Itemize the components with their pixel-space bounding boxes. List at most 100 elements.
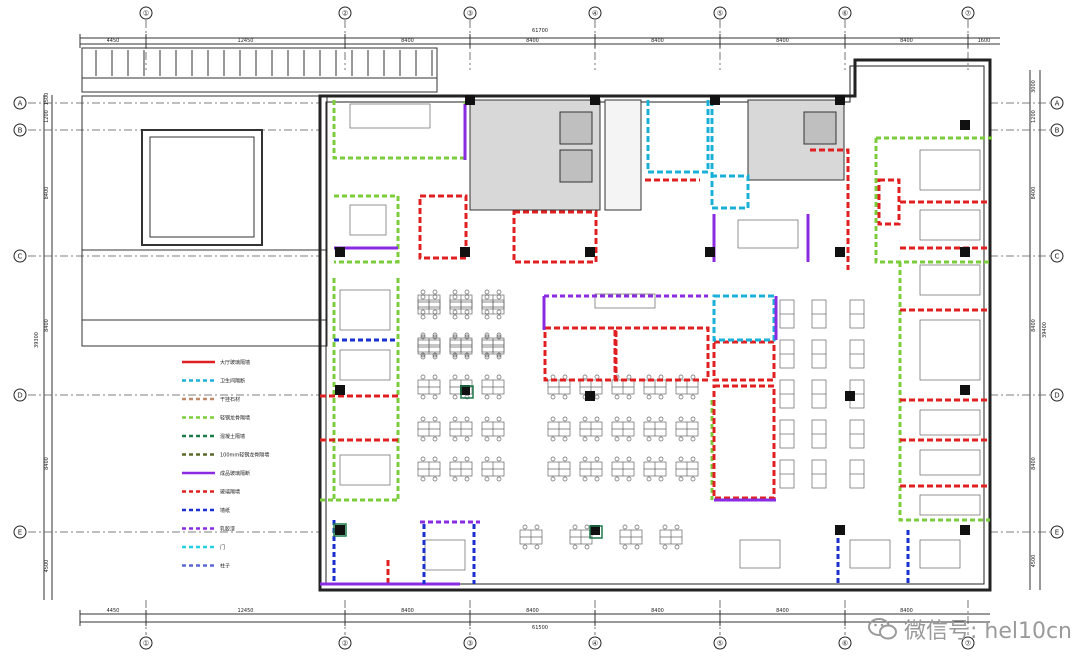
dim-text: 8400 bbox=[44, 457, 50, 470]
dim-text: 4450 bbox=[107, 608, 120, 614]
dim-text: 12450 bbox=[238, 608, 254, 614]
legend-label: 成品玻璃隔断 bbox=[220, 470, 250, 477]
dim-text: 4500 bbox=[1031, 555, 1037, 568]
axis-bubble-right: C bbox=[1050, 249, 1064, 263]
axis-label: ⑦ bbox=[965, 10, 971, 18]
furniture bbox=[424, 539, 466, 571]
column bbox=[590, 525, 600, 535]
axis-label: ④ bbox=[592, 10, 598, 18]
legend-label: 门 bbox=[220, 544, 225, 551]
dim-text: 8400 bbox=[776, 608, 789, 614]
desk-pair bbox=[779, 459, 795, 489]
desk-pair bbox=[811, 419, 827, 449]
dim-text: 8400 bbox=[900, 38, 913, 44]
dim-text: 8400 bbox=[900, 608, 913, 614]
axis-label: A bbox=[1055, 100, 1060, 108]
legend-label: 乳胶漆 bbox=[220, 526, 235, 533]
desk-cluster bbox=[449, 416, 473, 442]
axis-bubble-top: ④ bbox=[588, 6, 602, 20]
axis-bubble-right: D bbox=[1050, 388, 1064, 402]
dim-text: 1500 bbox=[44, 93, 50, 106]
desk-pair bbox=[849, 299, 865, 329]
legend-label: 干挂石材 bbox=[220, 396, 240, 403]
column bbox=[335, 525, 345, 535]
axis-bubble-top: ① bbox=[139, 6, 153, 20]
axis-label: ④ bbox=[592, 640, 598, 648]
axis-bubble-left: B bbox=[13, 123, 27, 137]
legend: 大厅玻璃隔墙卫生间隔断干挂石材轻钢龙骨隔墙混凝土隔墙100mm轻钢龙骨隔墙成品玻… bbox=[182, 359, 269, 570]
dim-text: 4450 bbox=[107, 38, 120, 44]
desk-cluster bbox=[611, 374, 635, 400]
desk-cluster bbox=[643, 374, 667, 400]
furniture bbox=[919, 264, 981, 296]
column bbox=[585, 391, 595, 401]
desk-pair bbox=[811, 339, 827, 369]
desk-cluster bbox=[417, 416, 441, 442]
axis-label: C bbox=[18, 253, 23, 261]
legend-label: 墙纸 bbox=[220, 507, 230, 514]
legend-item: 混凝土隔墙 bbox=[182, 433, 245, 440]
desk-cluster bbox=[579, 416, 603, 442]
axis-label: ① bbox=[143, 640, 149, 648]
desk-cluster bbox=[547, 374, 571, 400]
desk-cluster bbox=[481, 294, 505, 320]
dim-text: 8400 bbox=[401, 608, 414, 614]
furniture bbox=[919, 409, 981, 436]
desk-cluster bbox=[643, 456, 667, 482]
axis-label: D bbox=[17, 392, 22, 400]
legend-label: 混凝土隔墙 bbox=[220, 433, 245, 440]
legend-item: 卫生间隔断 bbox=[182, 378, 245, 385]
axis-label: B bbox=[18, 127, 23, 135]
axis-bubble-bottom: ④ bbox=[588, 636, 602, 650]
column bbox=[960, 120, 970, 130]
furniture bbox=[919, 209, 981, 241]
legend-item: 干挂石材 bbox=[182, 396, 240, 403]
column bbox=[960, 525, 970, 535]
desk-cluster bbox=[481, 456, 505, 482]
dim-text: 4500 bbox=[44, 560, 50, 573]
dim-total-bottom: 61500 bbox=[532, 625, 548, 631]
dim-text: 8400 bbox=[526, 608, 539, 614]
desk-cluster bbox=[417, 294, 441, 320]
column bbox=[335, 385, 345, 395]
column bbox=[705, 247, 715, 257]
axis-label: C bbox=[1055, 253, 1060, 261]
desk-pair bbox=[849, 459, 865, 489]
desk-cluster bbox=[611, 456, 635, 482]
column bbox=[465, 95, 475, 105]
axis-label: ⑤ bbox=[717, 10, 723, 18]
column bbox=[590, 95, 600, 105]
desk-pair bbox=[811, 379, 827, 409]
desk-cluster bbox=[449, 456, 473, 482]
axis-label: E bbox=[1055, 529, 1059, 537]
desk-cluster bbox=[449, 334, 473, 360]
axis-label: ② bbox=[342, 10, 348, 18]
dim-text: 8400 bbox=[776, 38, 789, 44]
axis-label: ⑦ bbox=[965, 640, 971, 648]
desk-cluster bbox=[611, 416, 635, 442]
desk-pair bbox=[849, 339, 865, 369]
furniture bbox=[919, 149, 981, 191]
dim-text: 3000 bbox=[1031, 80, 1037, 93]
workstation-clusters bbox=[339, 103, 981, 571]
dim-text: 8400 bbox=[1031, 319, 1037, 332]
watermark: 微信号: hel10cn bbox=[867, 613, 1072, 645]
legend-item: 成品玻璃隔断 bbox=[182, 470, 250, 477]
axis-bubble-right: A bbox=[1050, 96, 1064, 110]
column bbox=[835, 525, 845, 535]
desk-cluster bbox=[675, 456, 699, 482]
axis-bubble-right: E bbox=[1050, 525, 1064, 539]
legend-item: 100mm轻钢龙骨隔墙 bbox=[182, 452, 269, 459]
dim-total-top: 61700 bbox=[532, 28, 548, 34]
axis-bubble-top: ⑦ bbox=[961, 6, 975, 20]
axis-label: D bbox=[1054, 392, 1059, 400]
axis-bubble-top: ⑥ bbox=[838, 6, 852, 20]
desk-cluster bbox=[619, 524, 643, 550]
legend-label: 柱子 bbox=[220, 563, 230, 570]
axis-label: ① bbox=[143, 10, 149, 18]
dim-text: 12450 bbox=[238, 38, 254, 44]
legend-label: 100mm轻钢龙骨隔墙 bbox=[220, 452, 269, 459]
axis-bubble-left: E bbox=[13, 525, 27, 539]
legend-item: 门 bbox=[182, 544, 225, 551]
furniture bbox=[739, 539, 781, 569]
